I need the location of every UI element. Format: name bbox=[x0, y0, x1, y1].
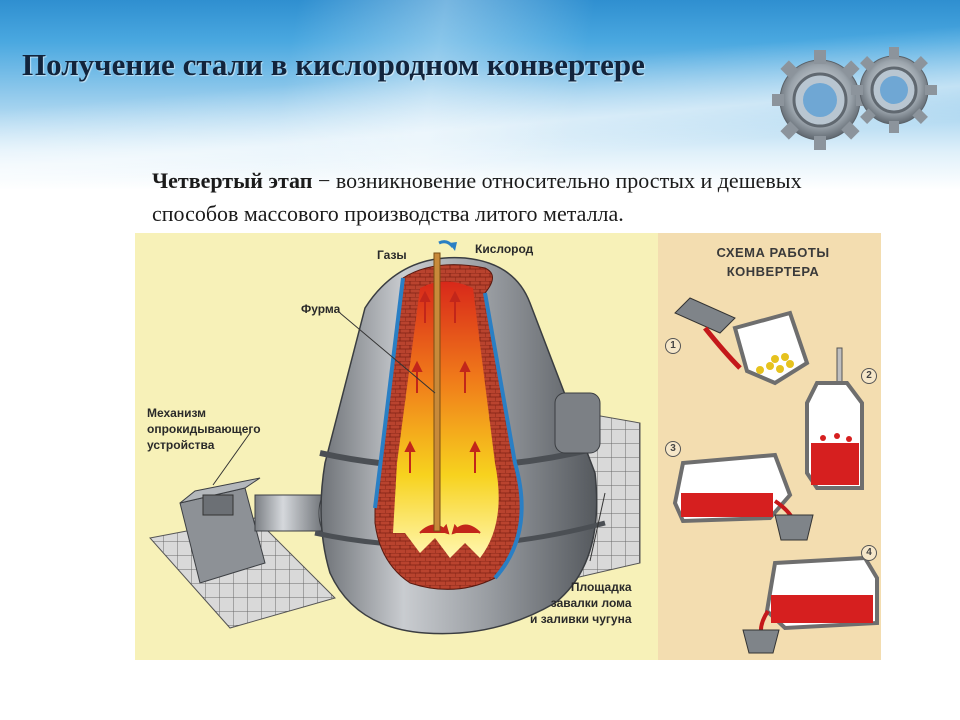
label-platform: Площадка завалки лома и заливки чугуна bbox=[530, 579, 632, 627]
label-platform-line-2: завалки лома bbox=[550, 596, 632, 610]
scheme-title-line-1: СХЕМА РАБОТЫ bbox=[716, 245, 830, 260]
label-platform-line-3: и заливки чугуна bbox=[530, 612, 632, 626]
label-platform-line-1: Площадка bbox=[570, 580, 632, 594]
converter-diagram: Газы Кислород Фурма Механизм опрокидываю… bbox=[135, 233, 881, 660]
label-lance: Фурма bbox=[301, 302, 341, 316]
intro-lead: Четвертый этап bbox=[152, 168, 313, 193]
scheme-step-2 bbox=[805, 347, 864, 490]
label-mechanism-line-1: Механизм bbox=[147, 406, 207, 420]
scheme-step-1 bbox=[674, 297, 810, 386]
intro-text: Четвертый этап − возникновение относител… bbox=[152, 164, 872, 230]
scheme-title-line-2: КОНВЕРТЕРА bbox=[726, 264, 820, 279]
scheme-step-4 bbox=[742, 555, 879, 654]
step-number-3: 3 bbox=[665, 441, 681, 457]
scheme-title: СХЕМА РАБОТЫ КОНВЕРТЕРА bbox=[693, 243, 853, 281]
molten-metal-flame bbox=[393, 281, 499, 558]
label-mechanism-line-3: устройства bbox=[147, 438, 215, 452]
label-mechanism: Механизм опрокидывающего устройства bbox=[147, 405, 261, 453]
converter-illustration bbox=[135, 233, 881, 660]
flow-arrows bbox=[404, 290, 481, 535]
oxygen-lance bbox=[433, 252, 441, 532]
scheme-step-3 bbox=[672, 452, 814, 541]
slide-title: Получение стали в кислородном конвертере bbox=[22, 47, 645, 82]
intro-body: возникновение относительно простых и деш… bbox=[152, 168, 802, 226]
tilting-mechanism bbox=[179, 477, 336, 584]
step-number-4: 4 bbox=[861, 545, 877, 561]
step-number-1: 1 bbox=[665, 338, 681, 354]
gears-icon bbox=[772, 47, 937, 150]
label-mechanism-line-2: опрокидывающего bbox=[147, 422, 261, 436]
label-gases: Газы bbox=[377, 248, 407, 262]
step-number-2: 2 bbox=[861, 368, 877, 384]
intro-dash: − bbox=[312, 168, 336, 193]
label-oxygen: Кислород bbox=[475, 242, 534, 256]
